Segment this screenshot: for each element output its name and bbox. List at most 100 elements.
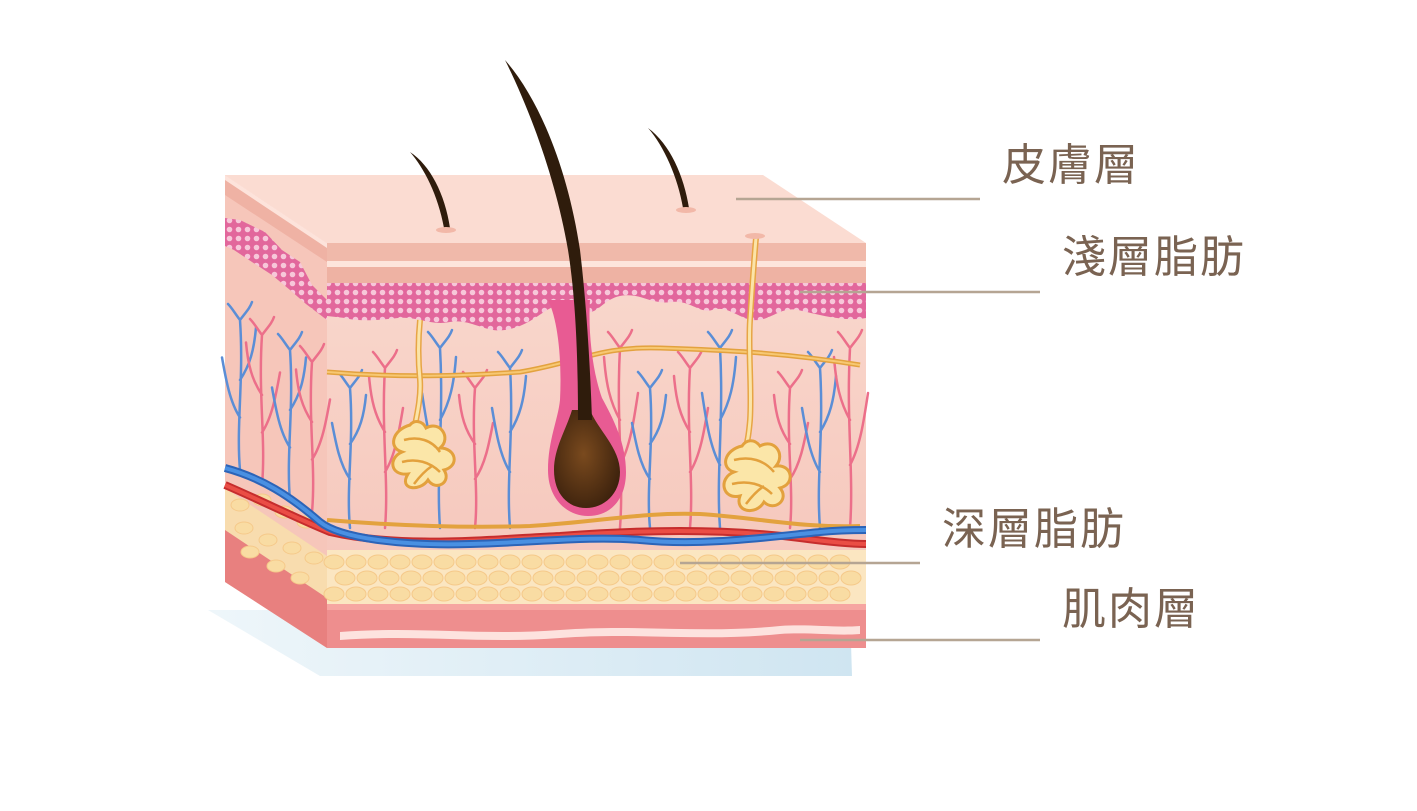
fat-cell bbox=[609, 586, 631, 602]
sweat-gland-left bbox=[391, 319, 456, 490]
top-face bbox=[225, 175, 866, 243]
fat-cell bbox=[389, 554, 411, 570]
fat-cell bbox=[598, 570, 620, 586]
fat-cell bbox=[521, 586, 543, 602]
fat-cell bbox=[466, 570, 488, 586]
fat-cell bbox=[587, 586, 609, 602]
fat-cell bbox=[774, 570, 796, 586]
fat-cell bbox=[378, 570, 400, 586]
fat-cell bbox=[488, 570, 510, 586]
fat-cell bbox=[653, 554, 675, 570]
fat-cell bbox=[240, 545, 260, 559]
fat-cell bbox=[763, 586, 785, 602]
fat-cell bbox=[411, 586, 433, 602]
capillary-artery bbox=[772, 368, 810, 530]
fat-cell bbox=[345, 554, 367, 570]
fat-cell bbox=[433, 554, 455, 570]
fat-cell bbox=[230, 498, 250, 512]
fat-cell bbox=[543, 586, 565, 602]
capillary-vein bbox=[270, 330, 308, 502]
hair-small-right bbox=[648, 128, 689, 208]
capillary-vein bbox=[800, 348, 838, 530]
fat-cell bbox=[565, 586, 587, 602]
hair-shaft-main bbox=[505, 60, 592, 420]
fat-cell bbox=[422, 570, 444, 586]
fat-cell bbox=[752, 570, 774, 586]
capillary-vein bbox=[700, 328, 738, 530]
fat-cell bbox=[642, 570, 664, 586]
fat-cell bbox=[818, 570, 840, 586]
fat-cell bbox=[499, 554, 521, 570]
fat-cell bbox=[323, 586, 345, 602]
fat-cell bbox=[719, 586, 741, 602]
nerve-lower bbox=[326, 511, 861, 529]
label-deep-fat: 深層脂肪 bbox=[942, 504, 1126, 555]
fat-cell bbox=[576, 570, 598, 586]
fat-cell bbox=[631, 554, 653, 570]
fat-cell bbox=[444, 570, 466, 586]
capillary-artery bbox=[832, 328, 870, 530]
fat-cell bbox=[290, 571, 310, 585]
capillary-artery bbox=[672, 348, 710, 530]
papillary-layer bbox=[327, 283, 866, 331]
fat-cell bbox=[554, 570, 576, 586]
fat-cell bbox=[785, 586, 807, 602]
fat-cell bbox=[708, 570, 730, 586]
fat-cell bbox=[367, 554, 389, 570]
fat-cell bbox=[565, 554, 587, 570]
fat-cell bbox=[477, 586, 499, 602]
capillary-vein bbox=[220, 300, 258, 472]
fat-cell bbox=[631, 586, 653, 602]
fat-cell bbox=[609, 554, 631, 570]
fat-cell bbox=[796, 570, 818, 586]
fat-cell bbox=[411, 554, 433, 570]
fat-cell bbox=[433, 586, 455, 602]
fat-cell bbox=[258, 533, 278, 547]
fat-cell bbox=[356, 570, 378, 586]
fat-cell bbox=[367, 586, 389, 602]
capillary-vein bbox=[330, 368, 368, 530]
label-superficial-fat: 淺層脂肪 bbox=[1062, 232, 1246, 283]
fat-cell bbox=[389, 586, 411, 602]
fat-cell bbox=[282, 541, 302, 555]
fat-cell bbox=[686, 570, 708, 586]
fat-cell bbox=[840, 570, 862, 586]
fat-cell bbox=[304, 551, 324, 565]
fat-cell bbox=[543, 554, 565, 570]
capillary-vein bbox=[490, 348, 528, 530]
fat-cell bbox=[664, 570, 686, 586]
capillary-artery bbox=[294, 342, 332, 514]
fat-cell bbox=[345, 586, 367, 602]
fat-cell bbox=[234, 521, 254, 535]
label-skin-layer: 皮膚層 bbox=[1002, 140, 1140, 191]
sweat-gland-right bbox=[722, 237, 792, 512]
fat-cell bbox=[334, 570, 356, 586]
fat-cell bbox=[697, 586, 719, 602]
fat-cell bbox=[675, 586, 697, 602]
fat-cell bbox=[829, 586, 851, 602]
fat-cells bbox=[230, 493, 862, 602]
fat-cell bbox=[741, 586, 763, 602]
capillary-artery bbox=[457, 368, 495, 530]
fat-cell bbox=[521, 554, 543, 570]
fat-cell bbox=[510, 570, 532, 586]
hair-small-left bbox=[410, 152, 450, 228]
fat-cell bbox=[455, 586, 477, 602]
fat-cell bbox=[400, 570, 422, 586]
fat-cell bbox=[532, 570, 554, 586]
fat-cell bbox=[499, 586, 521, 602]
fat-cell bbox=[266, 559, 286, 573]
fat-cell bbox=[807, 586, 829, 602]
hair-bulb bbox=[554, 410, 620, 508]
fat-cell bbox=[730, 570, 752, 586]
fat-cell bbox=[455, 554, 477, 570]
fat-cell bbox=[620, 570, 642, 586]
fat-cell bbox=[323, 554, 345, 570]
capillary-vein bbox=[630, 368, 668, 530]
fat-cell bbox=[587, 554, 609, 570]
fat-cell bbox=[653, 586, 675, 602]
fat-cell bbox=[477, 554, 499, 570]
capillary-artery bbox=[244, 315, 282, 487]
label-muscle-layer: 肌肉層 bbox=[1062, 584, 1200, 635]
